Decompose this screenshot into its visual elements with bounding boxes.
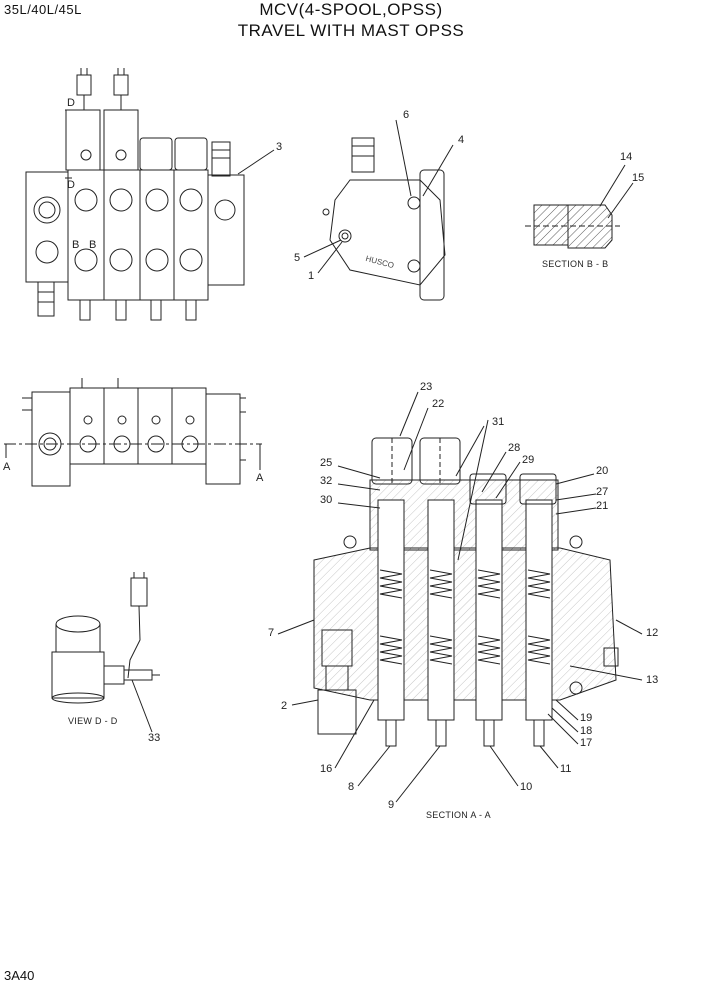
- callout-29: 29: [522, 454, 534, 466]
- view-marker-d-top: D: [67, 97, 75, 109]
- callout-18: 18: [580, 725, 592, 737]
- callout-33: 33: [148, 732, 160, 744]
- top-view: [4, 378, 262, 487]
- callout-12: 12: [646, 627, 658, 639]
- callout-6: 6: [403, 109, 409, 121]
- callout-31: 31: [492, 416, 504, 428]
- callout-15: 15: [632, 172, 644, 184]
- callout-27: 27: [596, 486, 608, 498]
- view-marker-d-bottom: D: [67, 179, 75, 191]
- front-view: [25, 68, 275, 321]
- diagram-title: MCV(4-SPOOL,OPSS): [259, 0, 443, 19]
- callout-21: 21: [596, 500, 608, 512]
- callout-19: 19: [580, 712, 592, 724]
- diagram-subtitle: TRAVEL WITH MAST OPSS: [237, 21, 465, 40]
- model-label: 35L/40L/45L: [4, 2, 82, 17]
- callout-13: 13: [646, 674, 658, 686]
- husco-decal: HUSCO: [365, 254, 395, 270]
- callout-28: 28: [508, 442, 520, 454]
- callout-17: 17: [580, 737, 592, 749]
- view-dd-drawing: [51, 572, 160, 733]
- callout-22: 22: [432, 398, 444, 410]
- view-marker-b-left: B: [72, 239, 79, 251]
- callout-25: 25: [320, 457, 332, 469]
- callout-11: 11: [560, 763, 571, 775]
- caption-section-aa: SECTION A - A: [426, 810, 491, 820]
- callout-20: 20: [596, 465, 608, 477]
- callout-30: 30: [320, 494, 332, 506]
- view-marker-a-left: A: [3, 461, 11, 473]
- callout-14: 14: [620, 151, 632, 163]
- callout-32: 32: [320, 475, 332, 487]
- section-aa-drawing: [277, 391, 643, 803]
- callout-4: 4: [458, 134, 464, 146]
- caption-section-bb: SECTION B - B: [542, 259, 608, 269]
- callout-10: 10: [520, 781, 532, 793]
- callout-1: 1: [308, 270, 314, 282]
- side-view: [303, 119, 454, 301]
- view-marker-b-right: B: [89, 239, 96, 251]
- callout-16: 16: [320, 763, 332, 775]
- callout-3: 3: [276, 141, 282, 153]
- section-bb-drawing: [525, 164, 634, 249]
- page-code: 3A40: [4, 968, 35, 983]
- callout-5: 5: [294, 252, 300, 264]
- caption-view-dd: VIEW D - D: [68, 716, 118, 726]
- view-marker-a-right: A: [256, 472, 264, 484]
- callout-23: 23: [420, 381, 432, 393]
- callout-9: 9: [388, 799, 394, 811]
- callout-8: 8: [348, 781, 354, 793]
- callout-2: 2: [281, 700, 287, 712]
- callout-7: 7: [268, 627, 274, 639]
